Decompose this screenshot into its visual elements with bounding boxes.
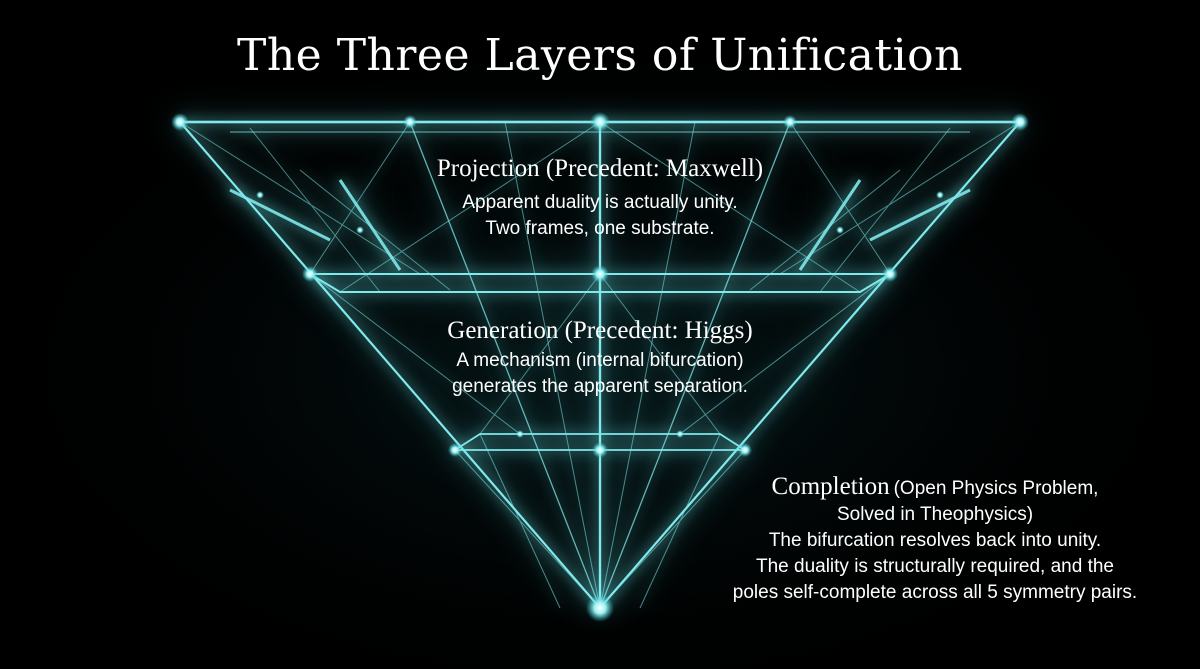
layer-generation-line-2: generates the apparent separation. bbox=[452, 376, 748, 397]
layer-completion-line-4: poles self-complete across all 5 symmetr… bbox=[732, 582, 1138, 603]
layer-generation-heading: Generation (Precedent: Higgs) bbox=[447, 317, 753, 344]
layer-generation-line-1: A mechanism (internal bifurcation) bbox=[456, 350, 744, 371]
rib-right-inner bbox=[599, 121, 696, 609]
layer-projection: Projection (Precedent: Maxwell) Apparent… bbox=[380, 154, 820, 242]
layer-generation: Generation (Precedent: Higgs) A mechanis… bbox=[380, 316, 820, 400]
layer-completion-heading-row: Completion (Open Physics Problem, bbox=[680, 472, 1190, 502]
layer-completion: Completion (Open Physics Problem, Solved… bbox=[680, 472, 1190, 606]
layer-projection-line-2: Two frames, one substrate. bbox=[485, 218, 715, 239]
rib-left-inner bbox=[504, 121, 601, 609]
layer-projection-heading: Projection (Precedent: Maxwell) bbox=[436, 155, 764, 182]
page-title: The Three Layers of Unification bbox=[236, 30, 963, 81]
side-struts bbox=[229, 179, 971, 271]
rib-right bbox=[599, 121, 791, 609]
rib-left bbox=[409, 121, 601, 609]
lattice-nodes bbox=[171, 112, 1029, 622]
layer-completion-heading-sub: (Open Physics Problem, bbox=[893, 478, 1099, 499]
layer-completion-line-3: The duality is structurally required, an… bbox=[755, 556, 1114, 577]
layer-completion-line-2: The bifurcation resolves back into unity… bbox=[768, 530, 1102, 551]
layer-projection-line-1: Apparent duality is actually unity. bbox=[462, 192, 738, 213]
layer-completion-heading: Completion bbox=[771, 473, 890, 500]
layer-completion-line-1: Solved in Theophysics) bbox=[836, 504, 1034, 525]
